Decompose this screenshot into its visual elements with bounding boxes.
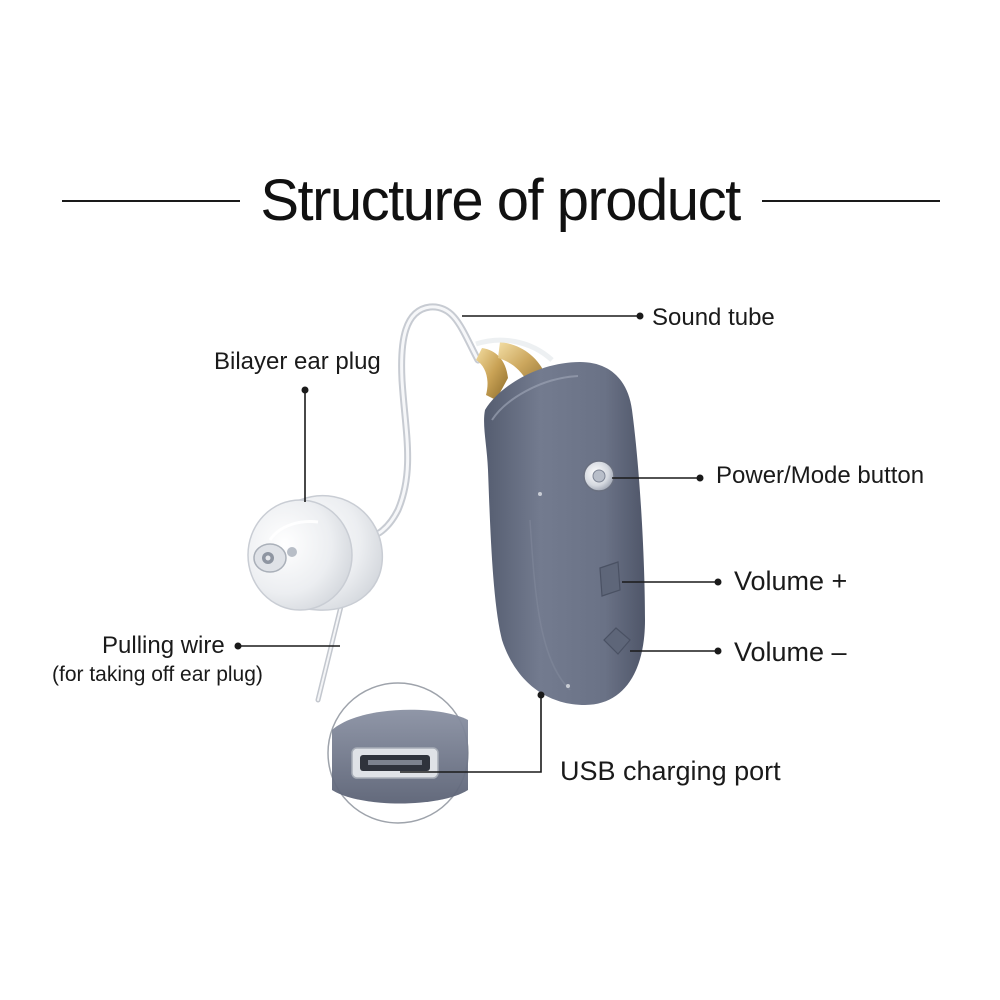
page-title: Structure of product	[260, 168, 741, 233]
label-volume-plus: Volume +	[734, 566, 848, 596]
usb-port-closeup	[327, 682, 469, 824]
label-volume-minus: Volume –	[734, 637, 847, 667]
leader-dots	[234, 312, 722, 699]
hearing-aid-body-icon	[484, 362, 645, 705]
leader-lines	[238, 315, 718, 773]
label-usb-charging-port: USB charging port	[560, 756, 781, 786]
title-rule-left	[62, 200, 240, 202]
volume-up-button-icon	[599, 561, 621, 597]
title-rule-right	[762, 200, 940, 202]
ear-plug-icon	[247, 494, 384, 611]
label-sound-tube: Sound tube	[652, 304, 775, 331]
label-pulling-wire: Pulling wire	[102, 632, 225, 659]
label-power-mode-button: Power/Mode button	[716, 462, 925, 489]
volume-down-button-icon	[603, 627, 631, 655]
label-pulling-wire-note: (for taking off ear plug)	[52, 663, 263, 686]
sound-tube	[356, 303, 482, 544]
label-bilayer-ear-plug: Bilayer ear plug	[214, 348, 381, 375]
